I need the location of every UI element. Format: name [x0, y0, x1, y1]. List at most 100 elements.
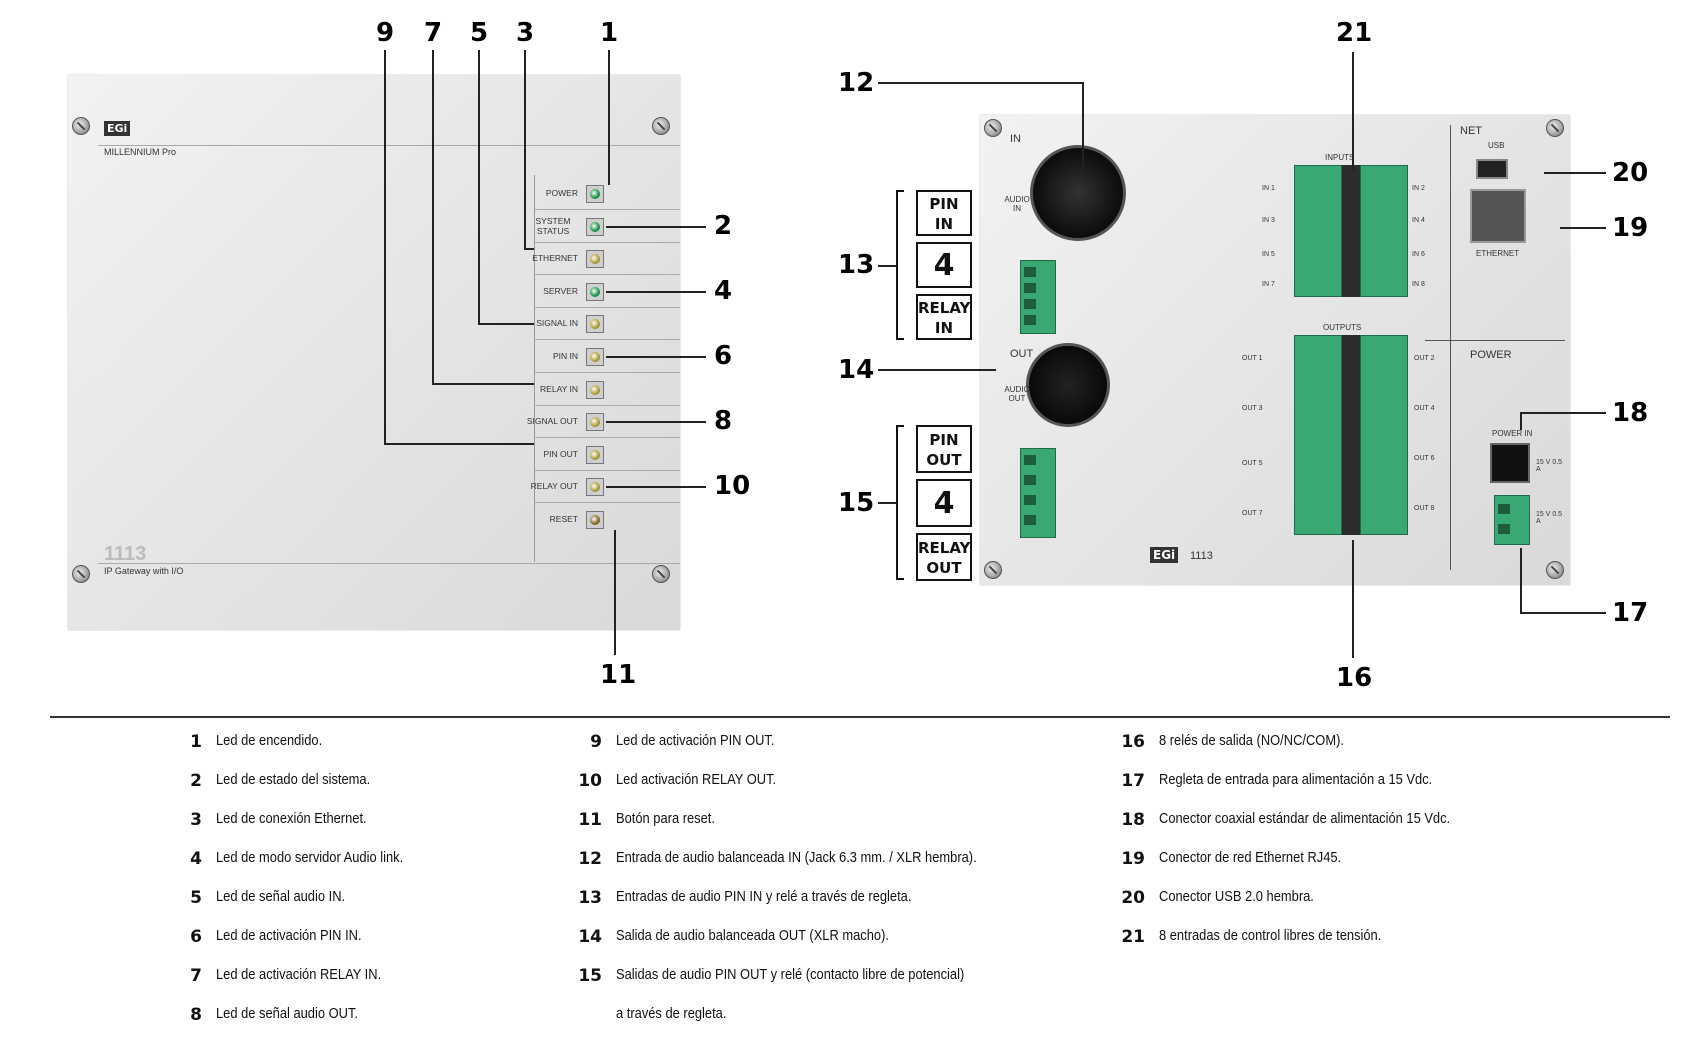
out-label: OUT [1010, 348, 1034, 360]
legend-number: 14 [578, 927, 602, 947]
inputs-terminal-left [1294, 165, 1342, 297]
callout-line [1520, 412, 1606, 414]
callout-line [432, 50, 434, 383]
box-15-mid: 4 [916, 479, 972, 527]
callout-1: 1 [600, 18, 619, 48]
legend-number: 1 [190, 732, 202, 752]
callout-10: 10 [714, 471, 751, 501]
output-channel-label: OUT 8 [1414, 505, 1435, 512]
callout-line [1352, 52, 1354, 170]
legend-number: 15 [578, 966, 602, 986]
legend-text: Led de activación RELAY IN. [216, 966, 382, 983]
led-icon [586, 217, 604, 236]
net-label: NET [1460, 125, 1482, 137]
input-channel-label: IN 1 [1262, 185, 1275, 192]
led-icon [586, 250, 604, 269]
legend-number: 5 [190, 888, 202, 908]
output-channel-label: OUT 2 [1414, 355, 1435, 362]
model-number: 1113 [104, 543, 147, 565]
led-icon [586, 282, 604, 301]
callout-line [606, 486, 706, 488]
brand-logo: EGi [104, 121, 131, 136]
led-icon [586, 315, 604, 334]
callout-line [606, 421, 706, 423]
legend-number: 2 [190, 771, 202, 791]
box-13-mid: 4 [916, 242, 972, 288]
divider [98, 563, 680, 564]
callout-line [1560, 227, 1606, 229]
combo-jack-icon [1030, 145, 1126, 241]
screw-icon [72, 117, 90, 135]
divider [1450, 340, 1451, 570]
divider [534, 241, 680, 243]
legend-number: 12 [578, 849, 602, 869]
voltage-label-1: 15 V 0.5 A [1536, 459, 1563, 473]
output-channel-label: OUT 1 [1242, 355, 1263, 362]
box-15-top: PIN OUT [916, 425, 972, 473]
outputs-label: OUTPUTS [1323, 323, 1362, 332]
callout-line [606, 291, 706, 293]
indicator-label: SIGNAL OUT [526, 416, 578, 427]
callout-line [1082, 82, 1084, 174]
legend-text: Led de conexión Ethernet. [216, 810, 367, 827]
indicator-label: SYSTEM STATUS [535, 215, 571, 236]
legend-text: Led de estado del sistema. [216, 771, 371, 788]
callout-5: 5 [470, 18, 489, 48]
legend-number: 9 [590, 732, 602, 752]
legend-text: Regleta de entrada para alimentación a 1… [1159, 771, 1433, 788]
legend-text: 8 entradas de control libres de tensión. [1159, 927, 1382, 944]
indicator-label: RELAY OUT [530, 481, 578, 492]
legend-number: 3 [190, 810, 202, 830]
callout-line [878, 369, 996, 371]
callout-line [1520, 612, 1606, 614]
led-icon [586, 445, 604, 464]
callout-line [384, 50, 386, 443]
callout-line [432, 383, 534, 385]
legend-number: 17 [1121, 771, 1145, 791]
callout-line [1520, 548, 1522, 614]
divider [534, 469, 680, 471]
callout-line [878, 502, 896, 504]
callout-7: 7 [424, 18, 443, 48]
legend-number: 11 [578, 810, 602, 830]
legend-text: Entrada de audio balanceada IN (Jack 6.3… [616, 849, 977, 866]
divider [534, 209, 680, 210]
legend-number: 20 [1121, 888, 1145, 908]
usb-label: USB [1488, 141, 1505, 150]
reset-button[interactable] [586, 511, 604, 529]
usb-port-icon [1476, 159, 1508, 179]
screw-icon [652, 117, 670, 135]
legend-number: 8 [190, 1005, 202, 1025]
front-panel: EGi MILLENNIUM Pro 1113 IP Gateway with … [68, 75, 680, 630]
ethernet-label: ETHERNET [1476, 249, 1520, 258]
callout-line [878, 82, 1084, 84]
indicator-label: RESET [549, 514, 578, 524]
divider [534, 404, 680, 406]
legend-text: Salida de audio balanceada OUT (XLR mach… [616, 927, 889, 944]
callout-line [524, 50, 526, 248]
legend-text: Botón para reset. [616, 810, 715, 827]
callout-line [614, 530, 616, 655]
output-channel-label: OUT 7 [1242, 510, 1263, 517]
inputs-terminal-right [1360, 165, 1408, 297]
divider [534, 274, 680, 276]
callout-9: 9 [376, 18, 395, 48]
pin-out-terminal [1020, 448, 1056, 538]
outputs-center-strip [1342, 335, 1360, 535]
screw-icon [984, 119, 1002, 137]
callout-18: 18 [1612, 398, 1649, 428]
section-separator [50, 716, 1670, 718]
callout-line [478, 50, 480, 323]
input-channel-label: IN 2 [1412, 185, 1425, 192]
outputs-terminal-left [1294, 335, 1342, 535]
divider [534, 306, 680, 308]
callout-line [478, 323, 534, 325]
in-label: IN [1010, 133, 1021, 145]
rear-panel: IN AUDIO IN OUT AUDIO OUT EGi 1113 INPUT… [980, 115, 1570, 585]
callout-19: 19 [1612, 213, 1649, 243]
audio-out-label: AUDIO OUT [1004, 385, 1030, 403]
indicator-label: SIGNAL IN [536, 318, 578, 329]
outputs-terminal-right [1360, 335, 1408, 535]
voltage-label-2: 15 V 0.5 A [1536, 511, 1563, 525]
rear-brand-logo: EGi [1150, 547, 1179, 563]
